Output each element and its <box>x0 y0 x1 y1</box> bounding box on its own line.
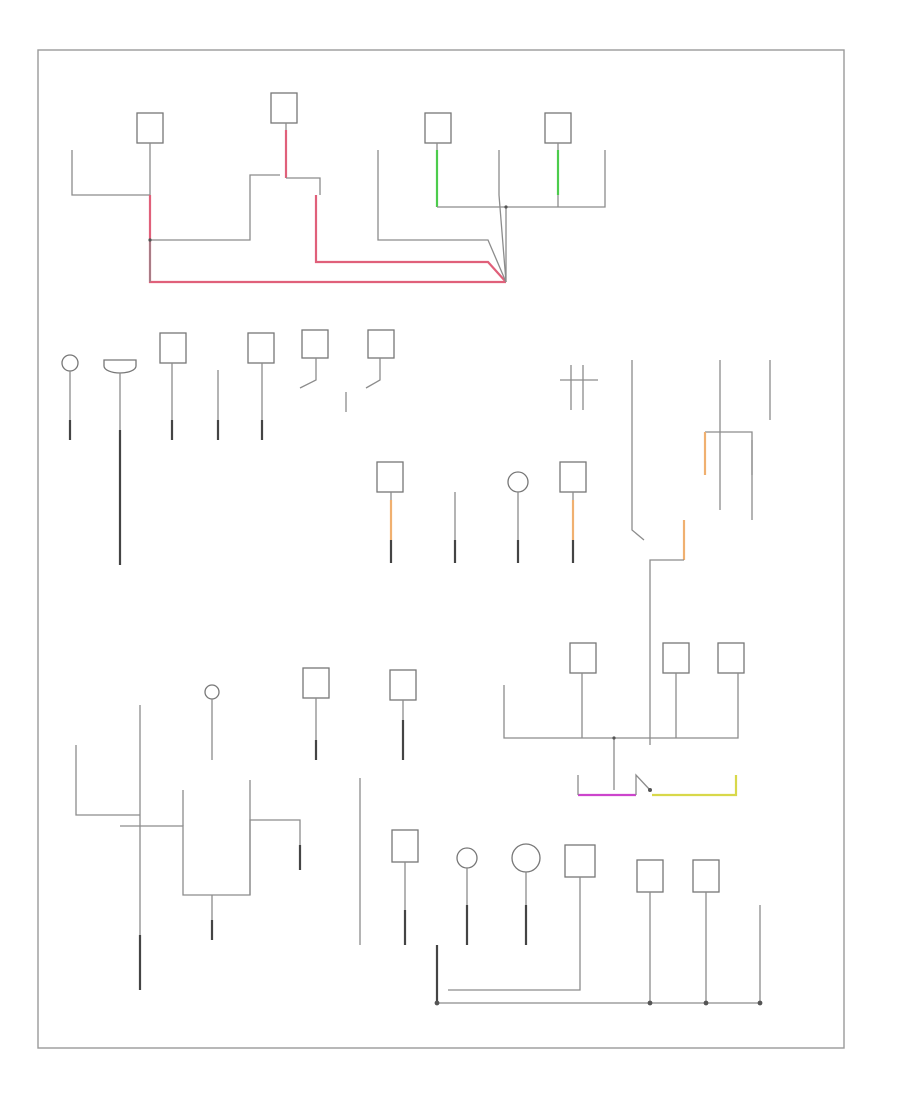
component-box <box>247 332 275 364</box>
component-box <box>636 859 664 893</box>
component-box <box>544 112 572 144</box>
component-box <box>424 112 452 144</box>
component-box <box>662 642 690 674</box>
component-box <box>302 667 330 699</box>
component-box <box>270 92 298 124</box>
component-box <box>564 844 596 878</box>
lower-left-section <box>75 667 417 990</box>
component-box <box>569 642 597 674</box>
component-box <box>692 859 720 893</box>
bottom-section <box>391 829 763 1006</box>
component-box <box>136 112 164 144</box>
component-box <box>159 332 187 364</box>
component-box <box>391 829 419 863</box>
component-box <box>559 461 587 493</box>
component-box <box>376 461 404 493</box>
diagram-frame <box>37 49 845 1049</box>
component-box <box>389 669 417 701</box>
left-middle-section <box>61 329 395 565</box>
lower-right-section <box>503 642 745 797</box>
component-box <box>301 329 329 359</box>
component-box <box>717 642 745 674</box>
right-middle-section <box>376 360 771 745</box>
component-box <box>367 329 395 359</box>
top-section <box>71 92 606 284</box>
